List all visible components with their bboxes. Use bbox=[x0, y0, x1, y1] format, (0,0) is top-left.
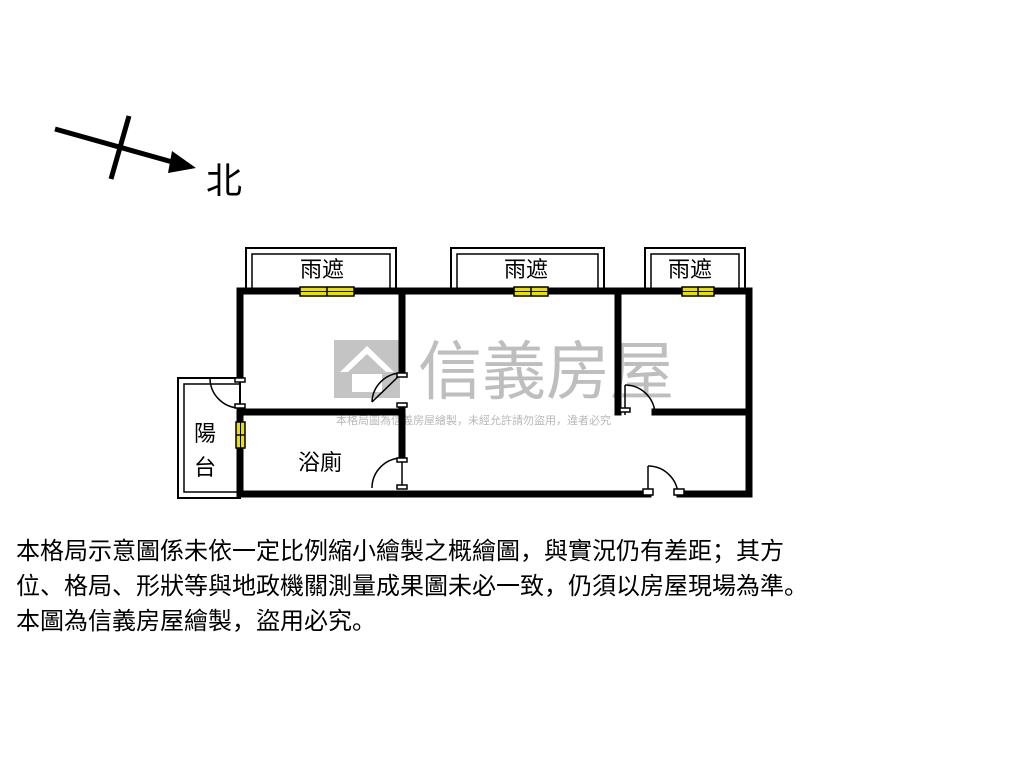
compass-north-label: 北 bbox=[206, 161, 242, 202]
north-arrow-icon bbox=[168, 151, 196, 173]
window-left bbox=[299, 286, 355, 297]
balcony-label-line2: 台 bbox=[194, 456, 216, 481]
watermark-logo-icon bbox=[334, 340, 400, 398]
door-balcony bbox=[209, 377, 246, 409]
balcony: 陽 台 bbox=[177, 377, 241, 499]
compass-cross-line bbox=[108, 115, 132, 180]
door-bathroom bbox=[371, 457, 408, 490]
disclaimer: 本格局示意圖係未依一定比例縮小繪製之概繪圖，與實況仍有差距；其方 位、格局、形狀… bbox=[16, 534, 1016, 639]
disclaimer-line-3: 本圖為信義房屋繪製，盜用必究。 bbox=[16, 607, 376, 635]
window-middle bbox=[513, 286, 549, 297]
canopy-left: 雨遮 bbox=[245, 247, 397, 291]
doors bbox=[209, 372, 685, 497]
door-bedroom-1 bbox=[371, 372, 408, 408]
disclaimer-line-1: 本格局示意圖係未依一定比例縮小繪製之概繪圖，與實況仍有差距；其方 bbox=[16, 537, 784, 565]
canopy-left-label: 雨遮 bbox=[300, 258, 344, 283]
disclaimer-line-2: 位、格局、形狀等與地政機關測量成果圖未必一致，仍須以房屋現場為準。 bbox=[16, 572, 808, 600]
canopy-right-label: 雨遮 bbox=[668, 258, 712, 283]
canopy-middle-label: 雨遮 bbox=[504, 258, 548, 283]
canopy-middle: 雨遮 bbox=[450, 247, 605, 291]
watermark-brand: 信義房屋 bbox=[418, 336, 674, 410]
door-entrance bbox=[642, 465, 685, 497]
compass: 北 bbox=[54, 115, 242, 202]
canopy-right: 雨遮 bbox=[644, 247, 746, 291]
balcony-label-line1: 陽 bbox=[194, 422, 216, 447]
compass-arrow-line bbox=[54, 126, 177, 166]
door-bedroom-2 bbox=[619, 384, 656, 416]
watermark: 信義房屋 本格局圖為信義房屋繪製，未經允許請勿盜用，違者必究 bbox=[334, 336, 674, 427]
windows bbox=[235, 286, 715, 449]
bathroom-label: 浴廁 bbox=[298, 451, 342, 476]
window-right bbox=[681, 286, 715, 297]
window-balcony bbox=[235, 421, 246, 449]
